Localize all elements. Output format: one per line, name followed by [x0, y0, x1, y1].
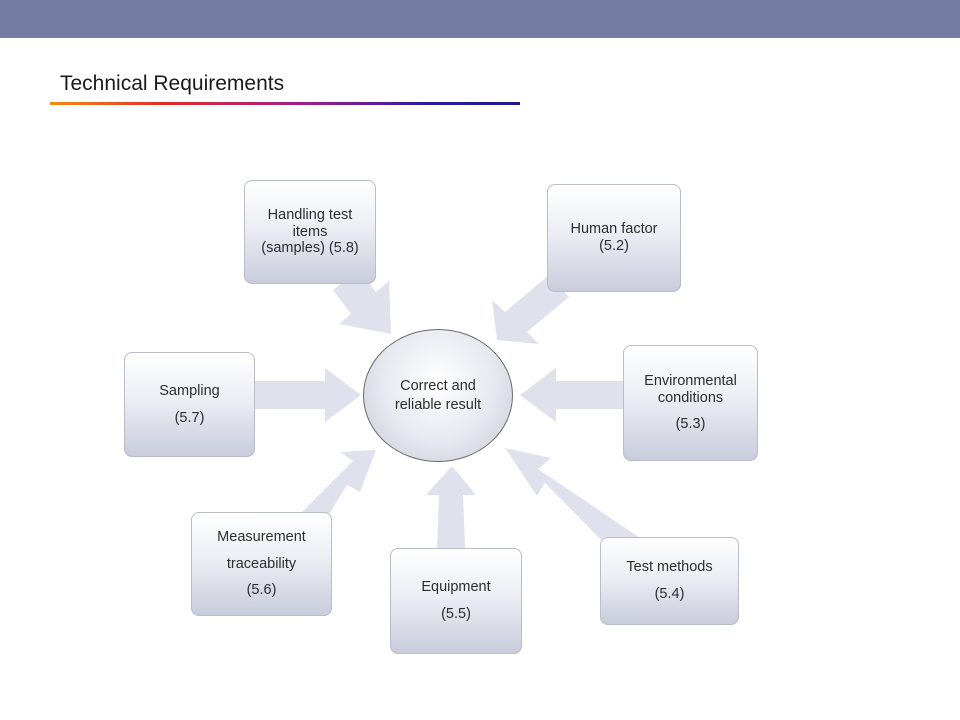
node-environmental-line-2: conditions: [657, 389, 724, 406]
node-environmental-line-1: Environmental: [644, 372, 737, 389]
node-measurement-line-3: (5.6): [246, 582, 277, 599]
node-handling-line-1: Handling test: [267, 206, 353, 223]
center-line-2: reliable result: [394, 396, 482, 413]
node-measurement-traceability: Measurement traceability (5.6): [191, 512, 332, 616]
node-test-methods: Test methods (5.4): [600, 537, 739, 625]
arrow-human-factor: [492, 275, 569, 344]
arrow-handling: [333, 270, 391, 334]
node-handling-line-2: items: [292, 223, 328, 240]
title-underline: [50, 102, 520, 105]
node-equipment-line-1: Equipment: [421, 579, 491, 596]
arrow-equipment: [426, 466, 476, 548]
node-human-line-1: Human factor: [570, 221, 658, 238]
slide-title: Technical Requirements: [60, 72, 285, 95]
arrow-sampling: [255, 368, 361, 422]
center-result-ellipse: Correct and reliable result: [363, 329, 513, 462]
node-test-methods-line-1: Test methods: [626, 559, 713, 576]
node-human-line-2: (5.2): [599, 238, 629, 254]
node-sampling-line-2: (5.7): [174, 409, 205, 426]
arrow-test-methods: [505, 448, 640, 557]
node-sampling-line-1: Sampling: [159, 382, 220, 399]
header-bar: [0, 0, 960, 38]
node-equipment: Equipment (5.5): [390, 548, 522, 654]
node-handling-test-items: Handling test items (samples) (5.8): [244, 180, 376, 284]
node-environmental-conditions: Environmental conditions (5.3): [623, 345, 758, 461]
arrow-measurement: [296, 450, 376, 532]
node-human-factor: Human factor (5.2): [547, 184, 681, 292]
node-test-methods-line-2: (5.4): [654, 586, 685, 602]
node-measurement-line-1: Measurement: [217, 528, 306, 545]
arrow-environmental: [520, 368, 625, 422]
node-environmental-line-3: (5.3): [675, 416, 706, 433]
node-measurement-line-2: traceability: [226, 555, 297, 572]
node-equipment-line-2: (5.5): [441, 606, 471, 622]
node-handling-line-3: (samples) (5.8): [261, 240, 359, 257]
center-line-1: Correct and: [400, 378, 476, 395]
node-sampling: Sampling (5.7): [124, 352, 255, 457]
